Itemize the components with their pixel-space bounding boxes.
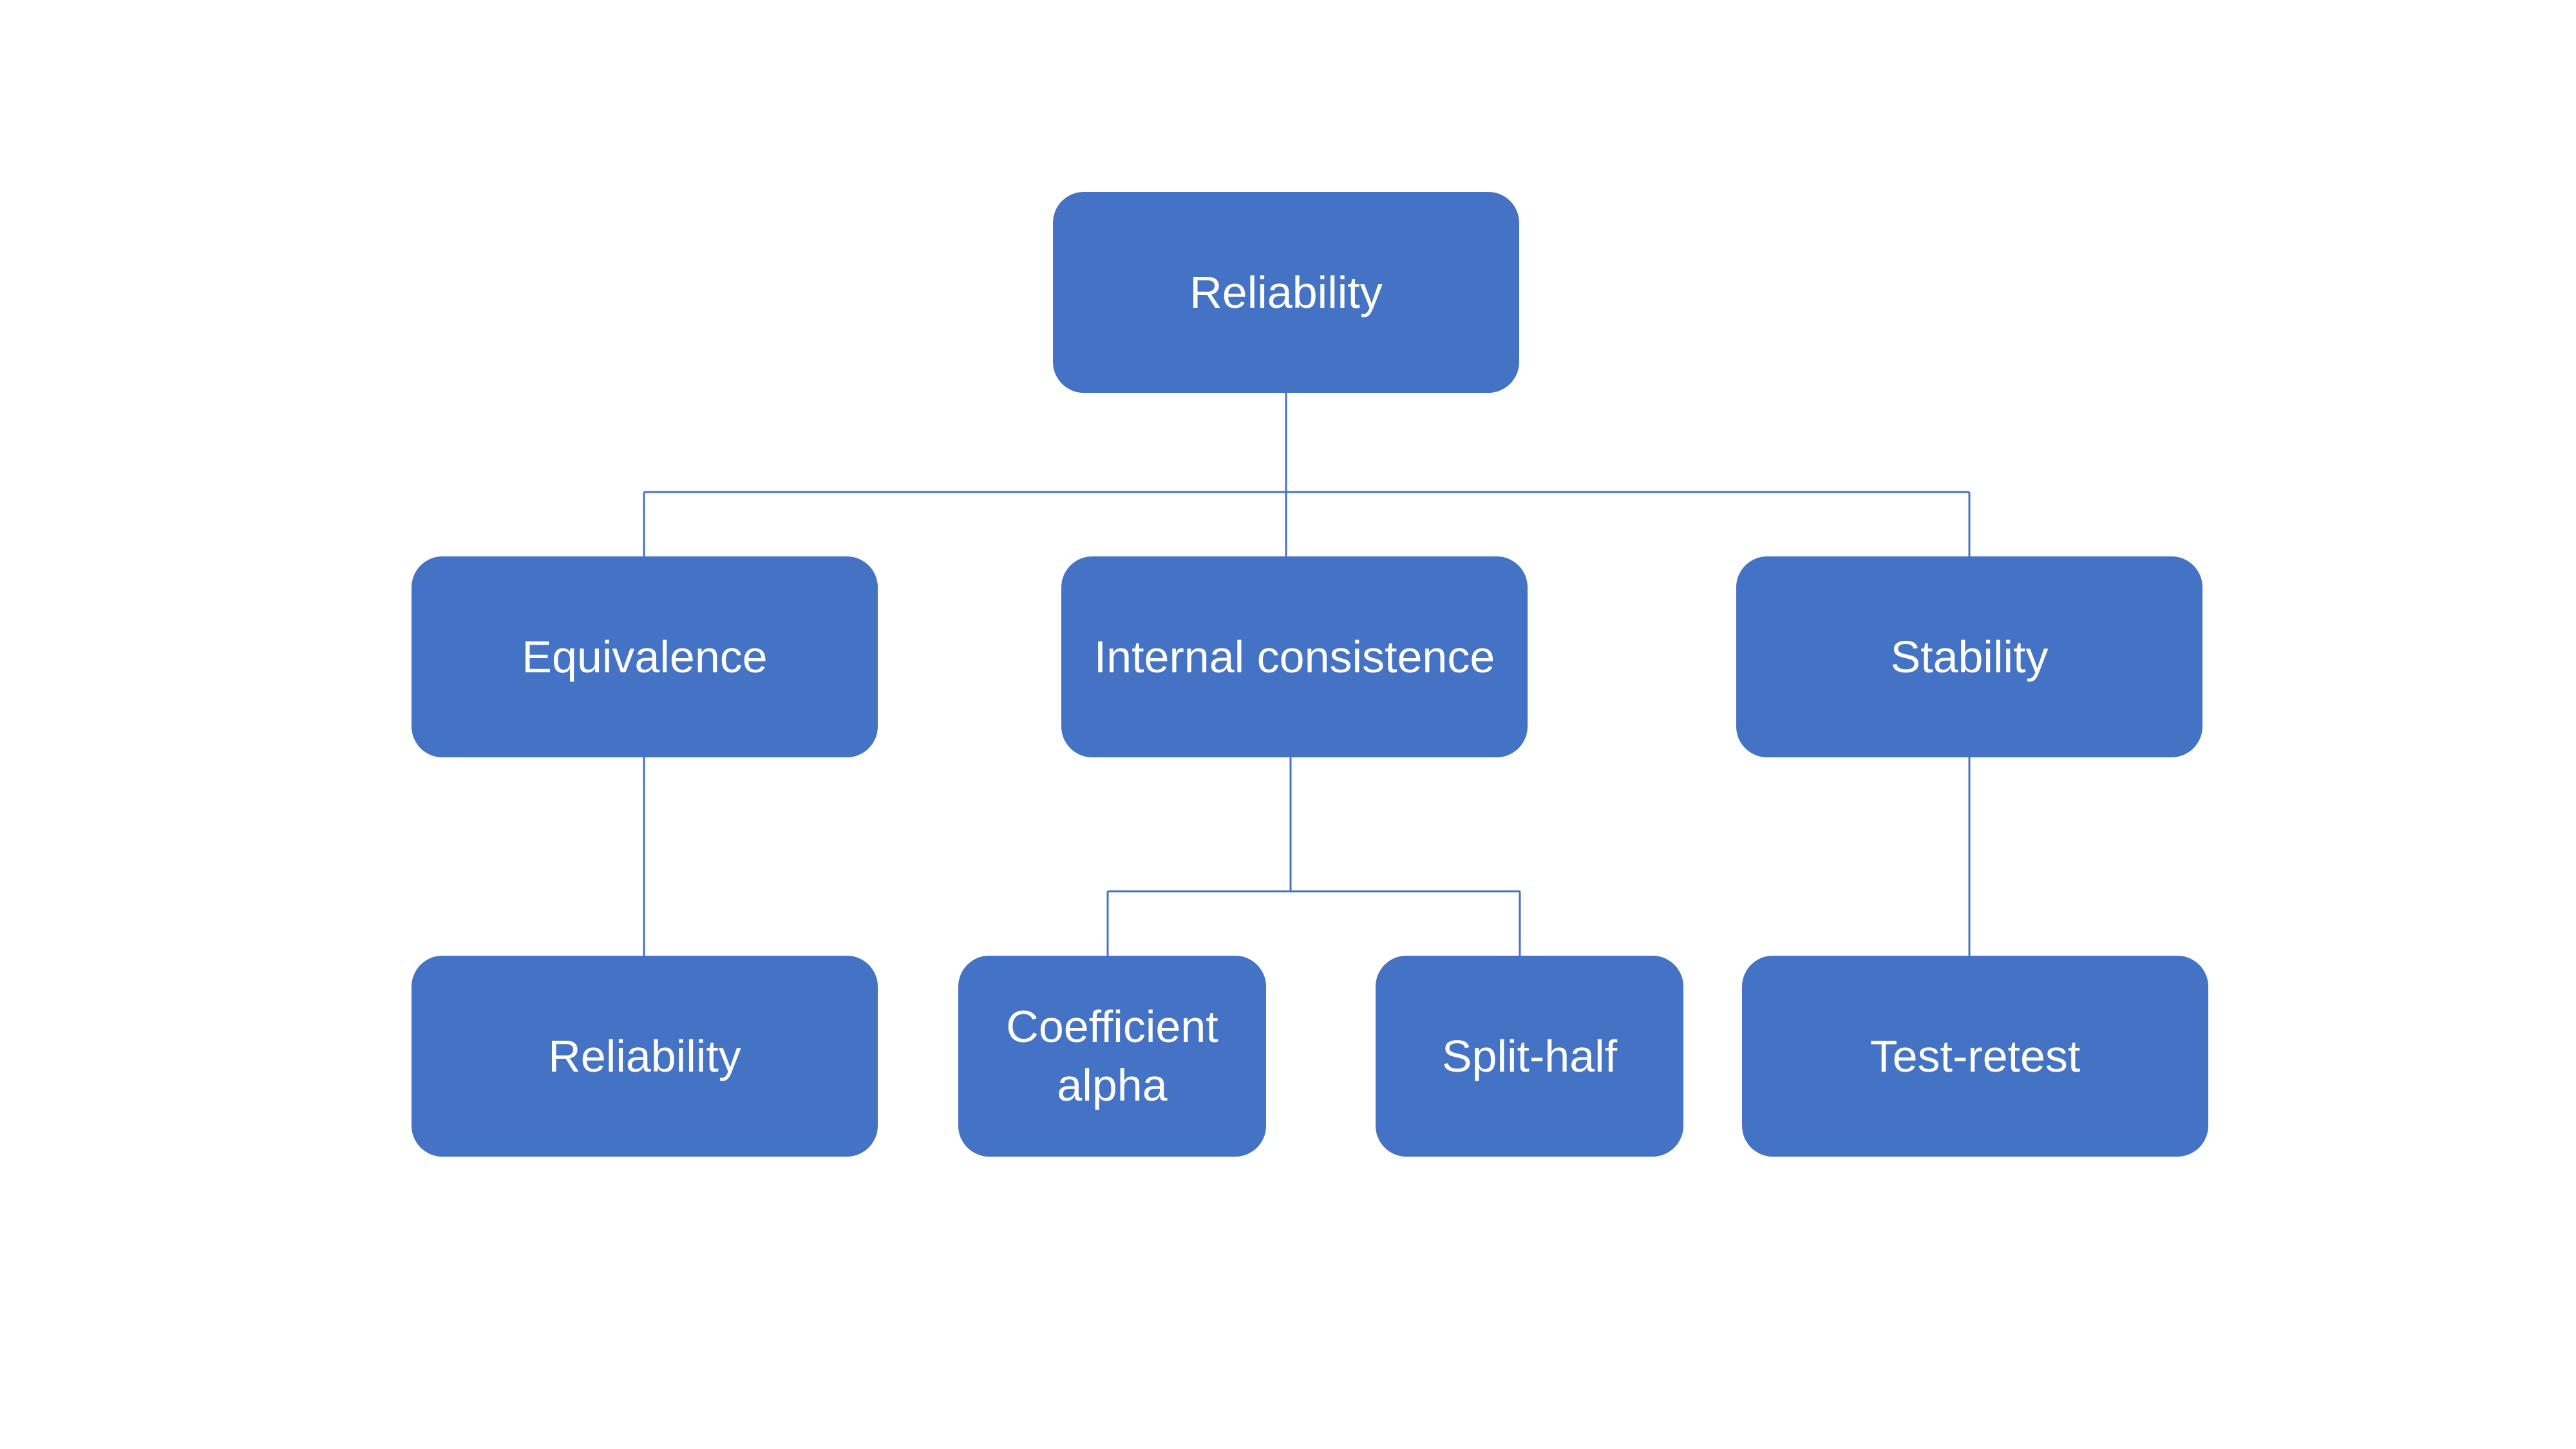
- node-split-half-label: Split-half: [1441, 1030, 1618, 1081]
- node-internal-consistence: Internal consistence: [1061, 556, 1528, 757]
- node-stability-label: Stability: [1890, 631, 2049, 682]
- node-coefficient-alpha-label-line1: Coefficient: [1006, 1001, 1218, 1052]
- node-reliability-root: Reliability: [1053, 192, 1519, 393]
- node-reliability-leaf-label: Reliability: [548, 1030, 741, 1081]
- node-test-retest-label: Test-retest: [1870, 1030, 2081, 1081]
- node-coefficient-alpha: Coefficient alpha: [958, 956, 1266, 1157]
- node-split-half: Split-half: [1376, 956, 1683, 1157]
- node-reliability-root-label: Reliability: [1189, 267, 1383, 317]
- node-internal-consistence-label: Internal consistence: [1094, 631, 1495, 682]
- node-equivalence: Equivalence: [412, 556, 878, 757]
- node-test-retest: Test-retest: [1742, 956, 2208, 1157]
- node-stability: Stability: [1736, 556, 2202, 757]
- node-reliability-leaf: Reliability: [412, 956, 878, 1157]
- node-equivalence-label: Equivalence: [522, 631, 768, 682]
- node-coefficient-alpha-label-line2: alpha: [1057, 1060, 1168, 1110]
